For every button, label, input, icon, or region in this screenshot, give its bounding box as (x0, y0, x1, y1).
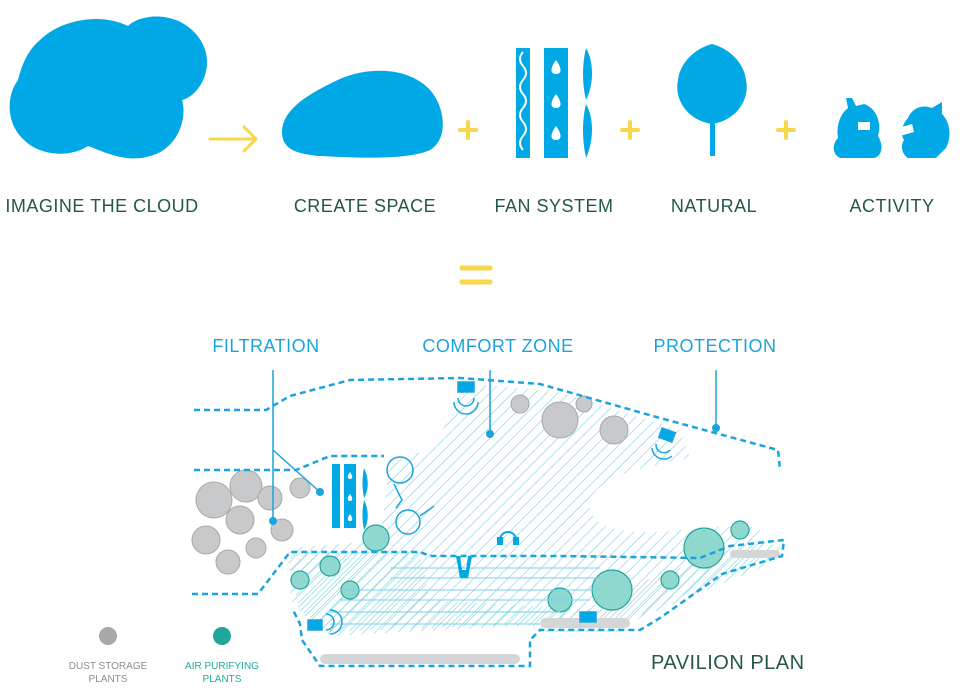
legend-air-dot (213, 627, 231, 645)
step-label-natural: NATURAL (670, 196, 758, 216)
legend-dust-dot (99, 627, 117, 645)
legend-air-line2: PLANTS (202, 674, 242, 685)
label-protection: PROTECTION (653, 336, 777, 356)
legend-dust-line1: DUST STORAGE (68, 661, 148, 672)
speaker-icon (651, 426, 677, 460)
people-activity-icon (833, 98, 950, 158)
step-label-create-space: CREATE SPACE (293, 196, 437, 216)
arrow-icon (208, 125, 258, 153)
step-label-activity: ACTIVITY (849, 196, 935, 216)
person-icon (456, 556, 472, 578)
step-label-imagine-the-cloud: IMAGINE THE CLOUD (5, 196, 199, 216)
fan-panel-icon (332, 464, 368, 530)
leader-lines (272, 370, 717, 520)
legend-air-line1: AIR PURIFYING (185, 661, 259, 672)
equals-icon (459, 265, 493, 285)
platform-stripes (330, 567, 600, 625)
plus-icon (776, 120, 796, 140)
speaker-icon (307, 609, 343, 635)
leader-dots (269, 424, 720, 525)
step-label-fan-system: FAN SYSTEM (494, 196, 614, 216)
plan-title: PAVILION PLAN (651, 652, 805, 674)
air-purifying-plants (290, 520, 750, 613)
hedge-row (320, 550, 780, 664)
label-comfort-zone: COMFORT ZONE (422, 336, 574, 356)
speaker-icon (453, 381, 479, 415)
plus-icon (620, 120, 640, 140)
headphones-icon (497, 531, 519, 545)
legend-air-label: AIR PURIFYING PLANTS (185, 660, 259, 686)
speaker-icon (579, 611, 597, 623)
boundary-lines (192, 376, 786, 668)
label-filtration: FILTRATION (212, 336, 320, 356)
person-sketch-icon (386, 456, 435, 535)
dust-storage-plants (191, 394, 629, 575)
air-purifying-garden (286, 540, 782, 632)
fan-system-icon (516, 48, 592, 158)
plus-icon (458, 120, 478, 140)
cloud-icon (9, 16, 208, 159)
legend-dust-line2: PLANTS (88, 674, 128, 685)
space-blob-icon (282, 70, 443, 158)
legend-dust-label: DUST STORAGE PLANTS (69, 660, 148, 686)
tree-icon (677, 44, 747, 156)
